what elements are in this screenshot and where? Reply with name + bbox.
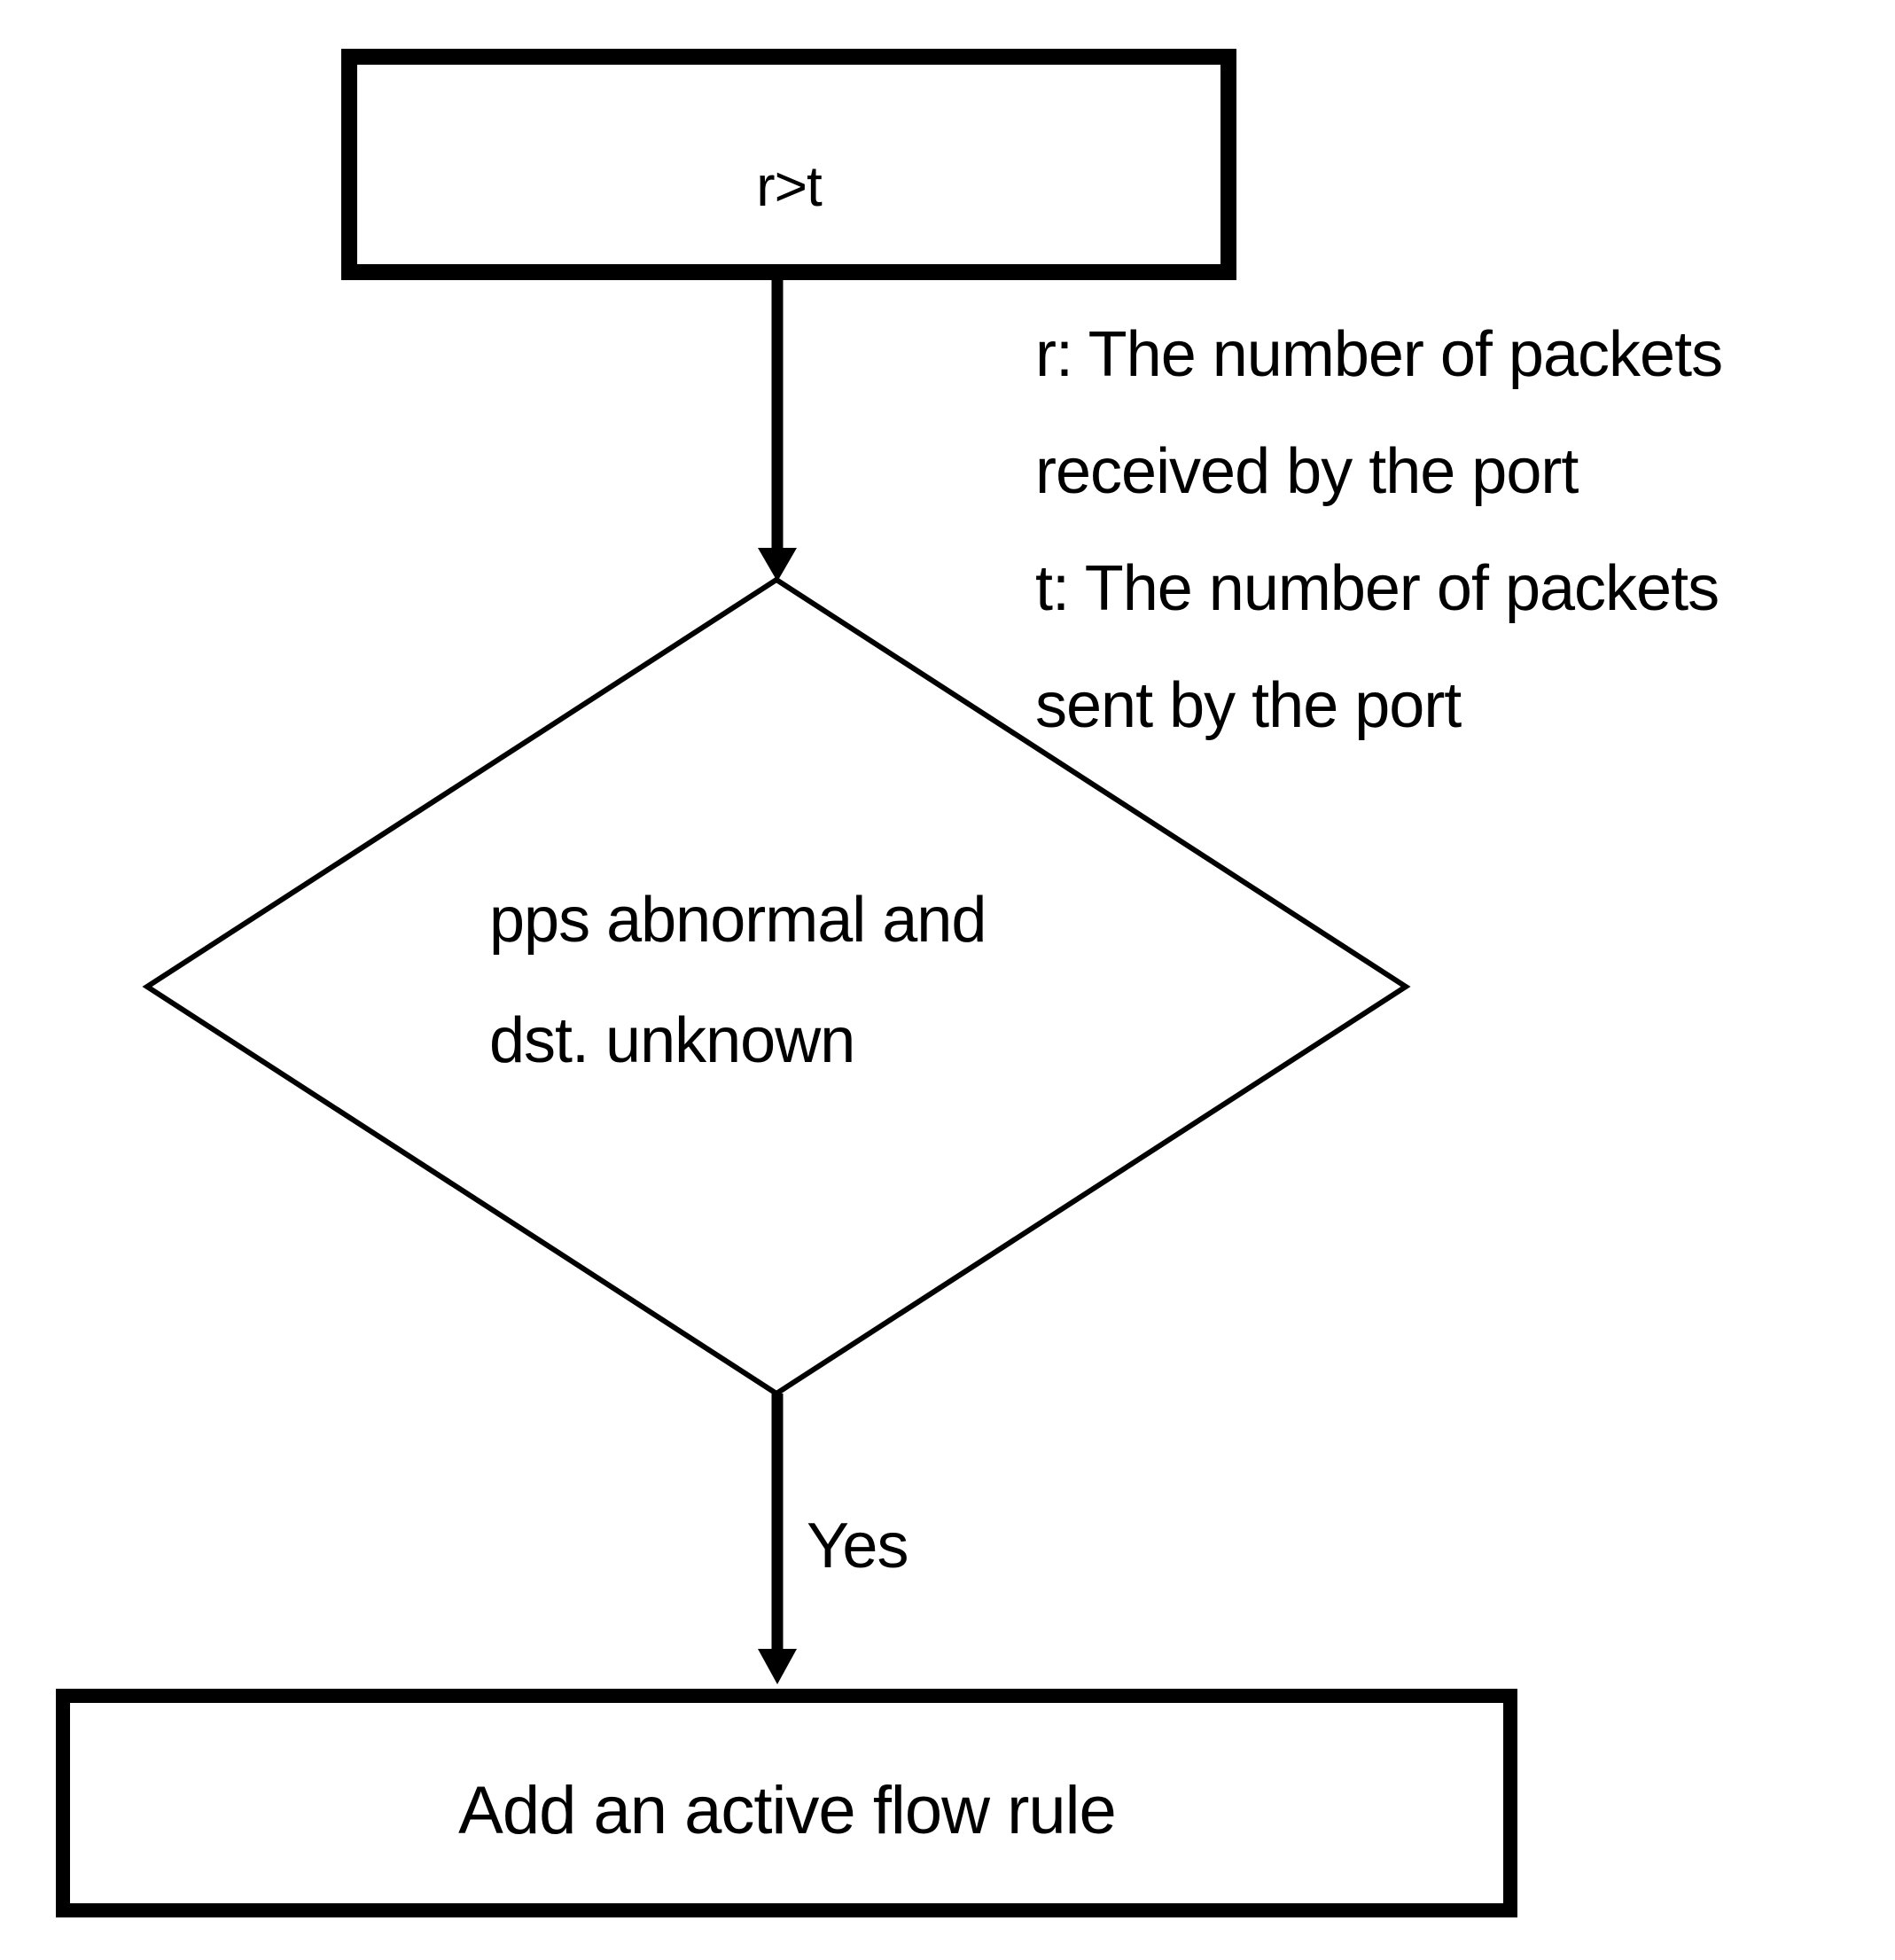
edge-condition-to-decision-arrowhead-icon — [758, 548, 797, 582]
legend-annotation: r: The number of packets received by the… — [1035, 319, 1723, 741]
decision-node-label-line-1: pps abnormal and — [489, 885, 986, 956]
condition-node-label: r>t — [756, 154, 823, 218]
annotation-line-4: sent by the port — [1035, 670, 1462, 741]
action-node-label: Add an active flow rule — [458, 1773, 1116, 1848]
annotation-line-2: received by the port — [1035, 436, 1579, 507]
edge-condition-to-decision — [758, 280, 797, 582]
annotation-line-3: t: The number of packets — [1035, 553, 1719, 624]
action-node-box — [56, 1689, 1517, 1917]
condition-node-box — [341, 49, 1236, 280]
edge-decision-to-action: Yes — [758, 1394, 909, 1684]
annotation-line-1: r: The number of packets — [1035, 319, 1722, 390]
edge-yes-label: Yes — [807, 1511, 908, 1581]
edge-decision-to-action-arrowhead-icon — [758, 1649, 797, 1684]
decision-node-label-line-2: dst. unknown — [489, 1005, 854, 1076]
